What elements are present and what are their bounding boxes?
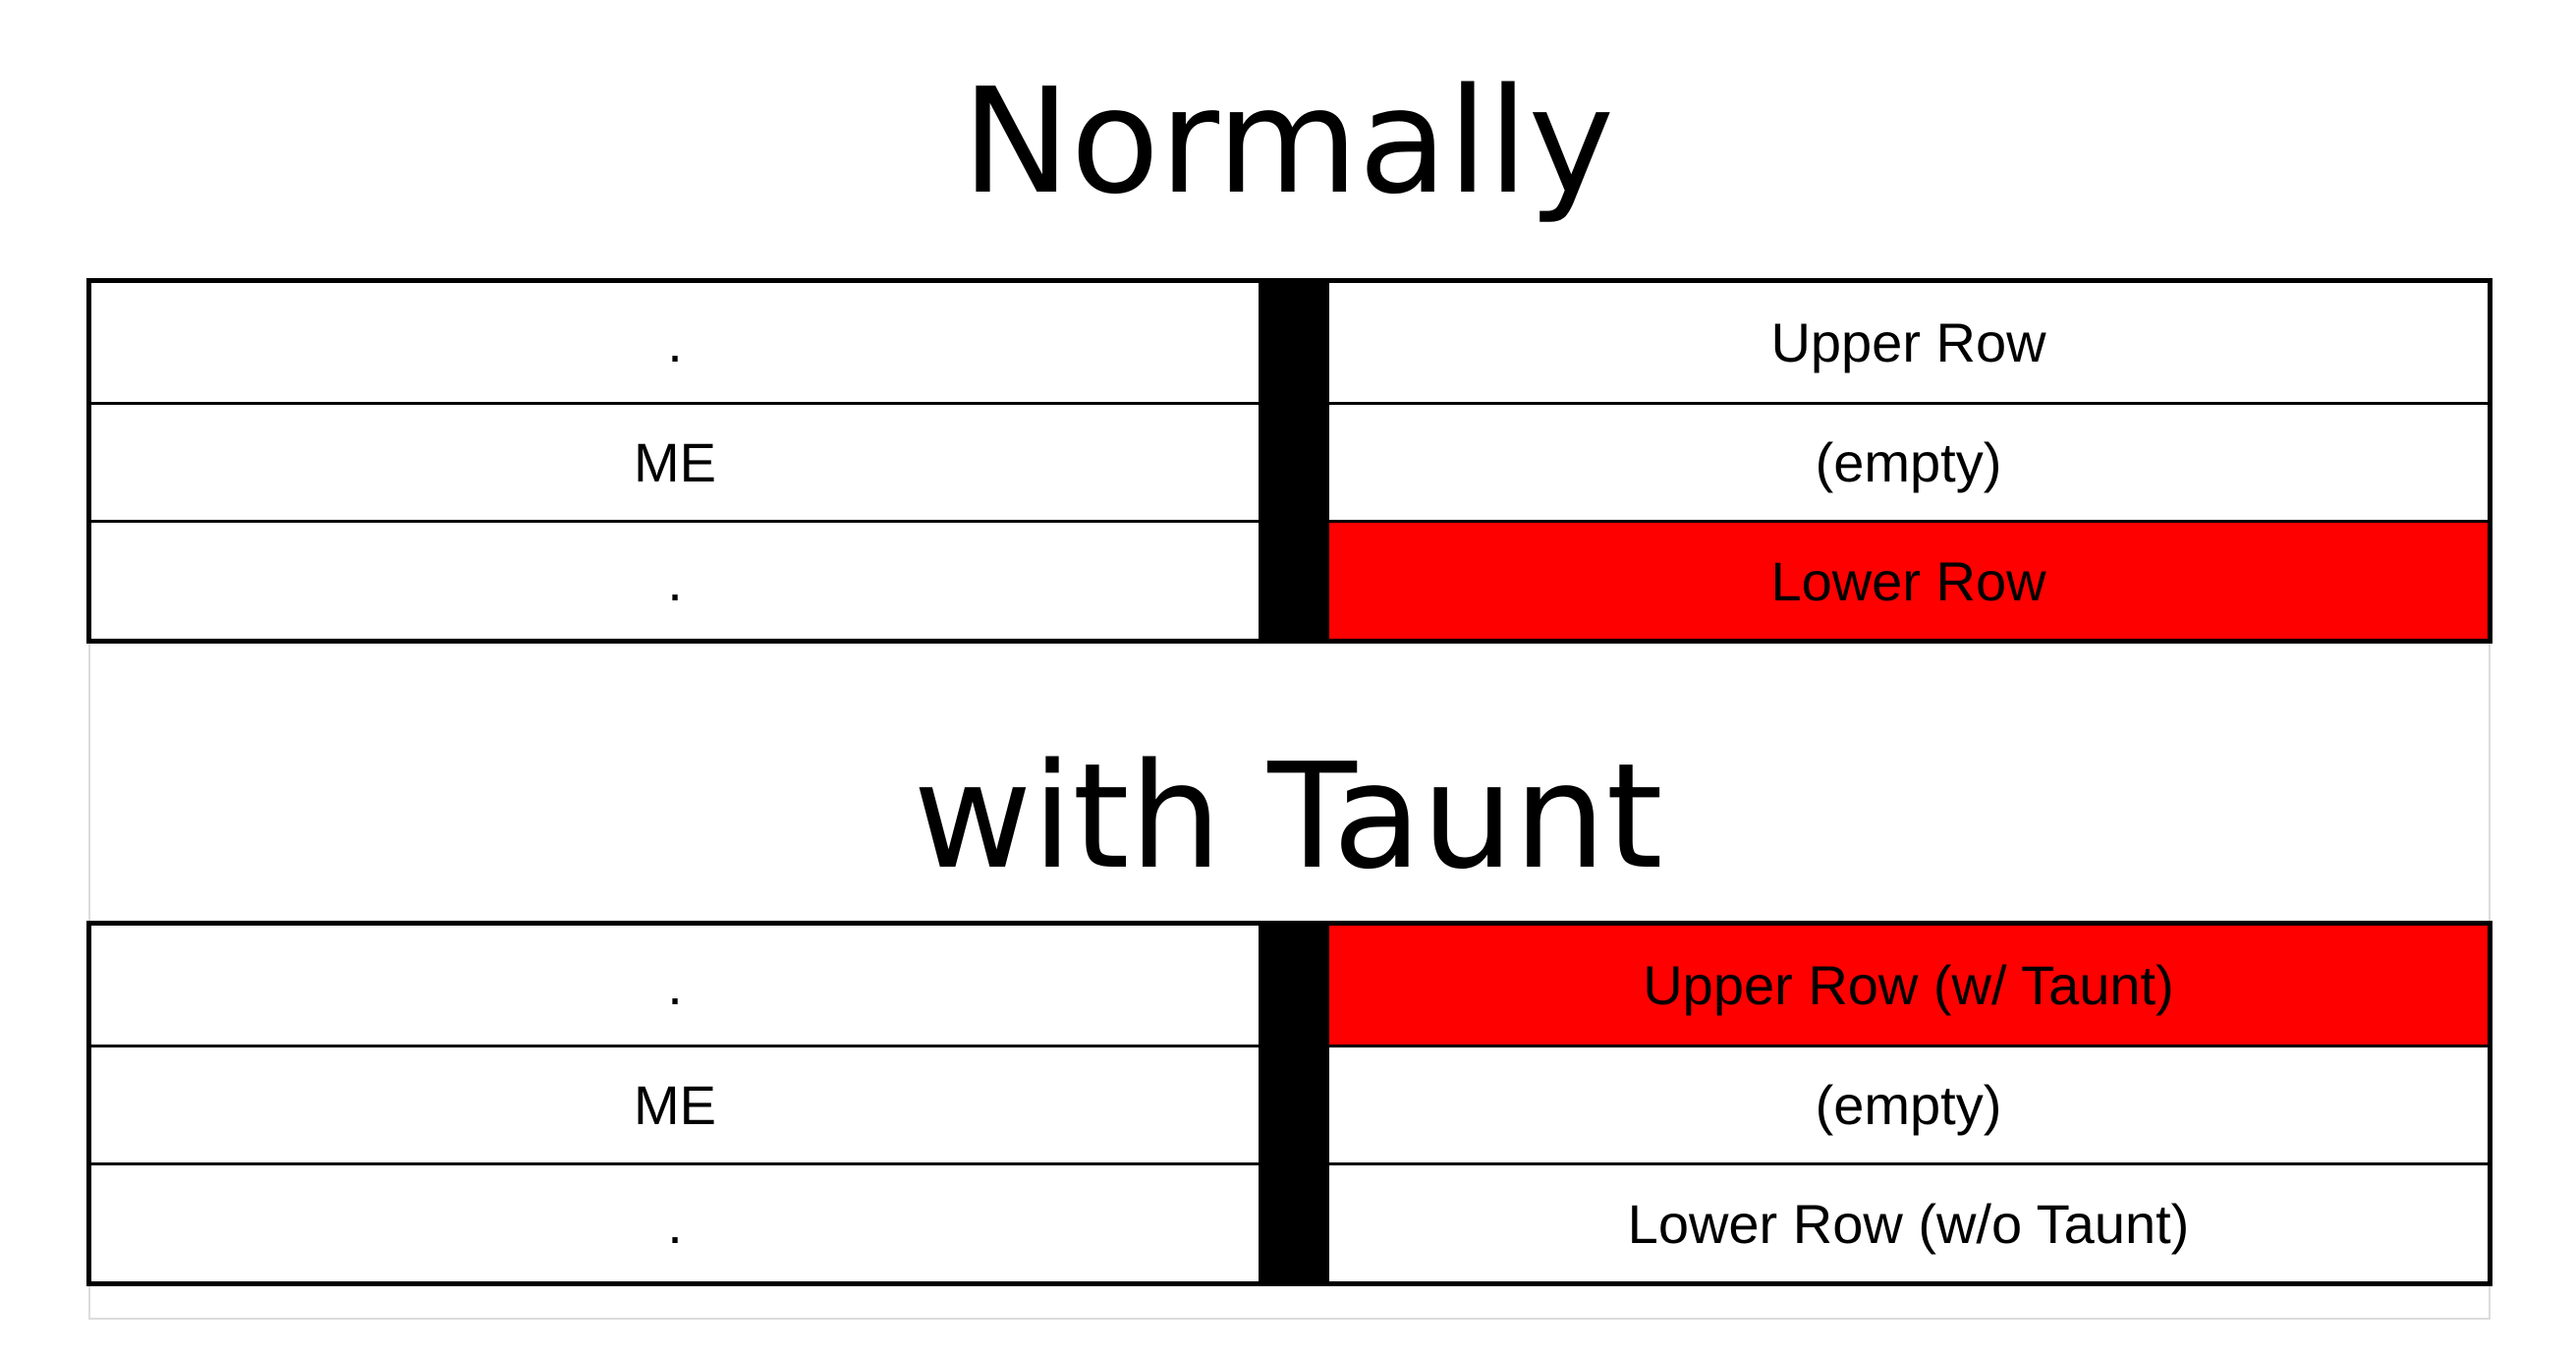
enemy-cell-upper-highlighted: Upper Row (w/ Taunt) xyxy=(1329,926,2488,1045)
enemy-cell-lower-highlighted: Lower Row xyxy=(1329,520,2488,639)
enemy-cell-empty: (empty) xyxy=(1329,401,2488,521)
center-divider xyxy=(1259,926,1329,1281)
section-title-with-taunt: with Taunt xyxy=(913,732,1663,901)
enemy-column: Upper Row (empty) Lower Row xyxy=(1329,283,2488,639)
enemy-cell-empty: (empty) xyxy=(1329,1044,2488,1163)
enemy-cell-lower: Lower Row (w/o Taunt) xyxy=(1329,1162,2488,1281)
enemy-cell-upper: Upper Row xyxy=(1770,311,2046,373)
section-title-normally: Normally xyxy=(961,57,1615,226)
ally-cell-me: ME xyxy=(91,401,1259,521)
formation-board-with-taunt: . ME . Upper Row (w/ Taunt) (empty) Lowe… xyxy=(86,921,2492,1286)
ally-column: . ME . xyxy=(91,926,1259,1281)
ally-cell-upper: . xyxy=(667,311,683,373)
ally-cell-upper: . xyxy=(667,953,683,1016)
ally-column: . ME . xyxy=(91,283,1259,639)
center-divider xyxy=(1259,283,1329,639)
formation-board-normally: . ME . Upper Row (empty) Lower Row xyxy=(86,278,2492,644)
ally-cell-lower: . xyxy=(91,520,1259,639)
enemy-column: Upper Row (w/ Taunt) (empty) Lower Row (… xyxy=(1329,926,2488,1281)
ally-cell-me: ME xyxy=(91,1044,1259,1163)
ally-cell-lower: . xyxy=(91,1162,1259,1281)
